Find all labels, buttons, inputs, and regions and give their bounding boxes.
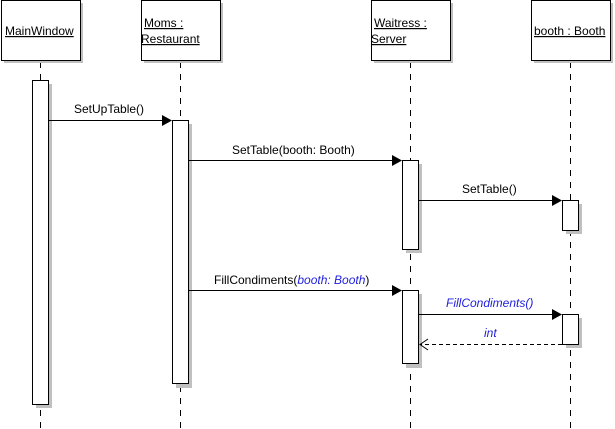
message-label: SetTable(booth: Booth) [232, 143, 355, 157]
lifeline-booth-label: booth : Booth [534, 24, 605, 38]
activation-waitress-2[interactable] [402, 290, 423, 369]
message-label: FillCondiments() [446, 296, 533, 310]
lifeline-mainwindow-label: MainWindow [5, 24, 74, 38]
lifeline-moms-label-line1: Moms : [144, 16, 183, 30]
message-label: FillCondiments(booth: Booth) [214, 273, 369, 287]
filled-arrowhead-icon [552, 309, 562, 320]
message-fillcondiments-booth[interactable]: FillCondiments(booth: Booth) [189, 273, 402, 296]
lifeline-moms-label-line2: Restaurant [141, 32, 200, 46]
open-arrowhead-icon [419, 338, 429, 351]
message-label: int [484, 326, 497, 340]
lifeline-mainwindow-header[interactable]: MainWindow [1, 0, 84, 64]
message-settable-booth[interactable]: SetTable(booth: Booth) [189, 143, 402, 166]
message-label: SetUpTable() [74, 102, 144, 116]
activation-booth-2[interactable] [562, 314, 583, 349]
activation-mainwindow[interactable] [32, 80, 53, 409]
filled-arrowhead-icon [392, 285, 402, 296]
lifeline-moms-header[interactable]: Moms : Restaurant [141, 0, 223, 64]
activation-moms[interactable] [172, 120, 193, 389]
lifeline-lines [40, 62, 571, 429]
activation-waitress-1[interactable] [402, 160, 423, 254]
filled-arrowhead-icon [392, 155, 402, 166]
message-label: SetTable() [462, 182, 517, 196]
lifeline-booth-header[interactable]: booth : Booth [531, 0, 614, 64]
filled-arrowhead-icon [162, 115, 172, 126]
lifeline-waitress-header[interactable]: Waitress : Server [371, 0, 453, 64]
message-return-int[interactable]: int [419, 326, 562, 351]
message-setuptable[interactable]: SetUpTable() [49, 102, 172, 126]
activations [32, 80, 583, 409]
filled-arrowhead-icon [552, 195, 562, 206]
message-settable[interactable]: SetTable() [419, 182, 562, 206]
activation-booth-1[interactable] [562, 200, 583, 235]
lifeline-waitress-label-line1: Waitress : [374, 16, 427, 30]
lifeline-waitress-label-line2: Server [371, 32, 406, 46]
message-fillcondiments[interactable]: FillCondiments() [419, 296, 562, 320]
